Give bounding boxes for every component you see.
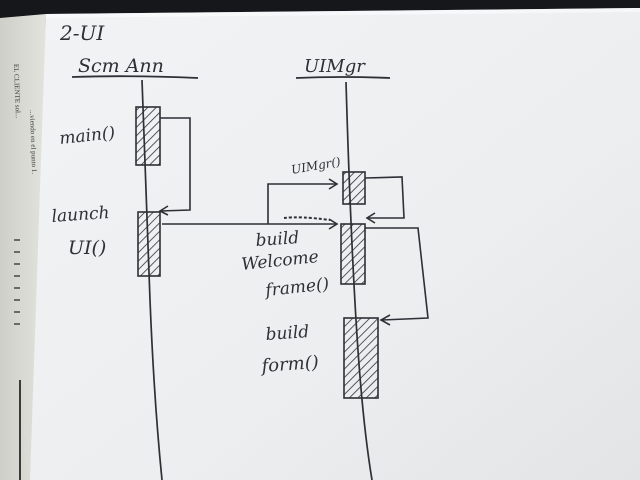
scribble: [283, 216, 331, 221]
background-page-line: ...viendo en el punto 1.: [28, 110, 38, 175]
lifeline-line: [345, 81, 373, 480]
message-arrows: [158, 117, 429, 326]
background-page-line: EL CLIENTE sol...: [12, 64, 22, 119]
lifeline-underline: [71, 75, 199, 79]
arrow-head: [158, 205, 169, 216]
arrow-welcome-to-form: [365, 227, 429, 321]
arrow-main-to-launch: [159, 117, 191, 212]
lifeline-label: Scm Ann: [78, 55, 164, 77]
call-label: build: [255, 228, 300, 251]
background-page-ticks: [14, 239, 20, 325]
call-label-build-form: build form(): [259, 322, 320, 377]
call-label: build: [265, 322, 310, 345]
arrow-head: [328, 178, 339, 190]
paper-sheet: [30, 8, 640, 480]
call-label: launch: [51, 203, 110, 227]
arrow-head: [328, 218, 339, 230]
activation-bar: [135, 106, 161, 166]
activation-bar: [340, 223, 366, 285]
arrow-head: [365, 212, 376, 224]
call-label-launch: launch UI(): [51, 203, 110, 259]
sheet-label: 2-UI: [59, 21, 105, 45]
call-label: UI(): [68, 237, 106, 259]
call-label: form(): [259, 352, 320, 377]
arrow-constructor: [267, 183, 336, 224]
lifeline-underline: [295, 76, 391, 79]
lifeline-ui: UIMgr: [295, 56, 391, 480]
arrow-constructor-return: [364, 176, 405, 219]
activation-bar: [137, 211, 161, 277]
arrow-head: [379, 314, 391, 326]
activation-bar: [342, 171, 366, 205]
activation-bar: [343, 317, 379, 399]
activation-bars: [135, 106, 379, 399]
lifeline-label: UIMgr: [304, 56, 366, 77]
